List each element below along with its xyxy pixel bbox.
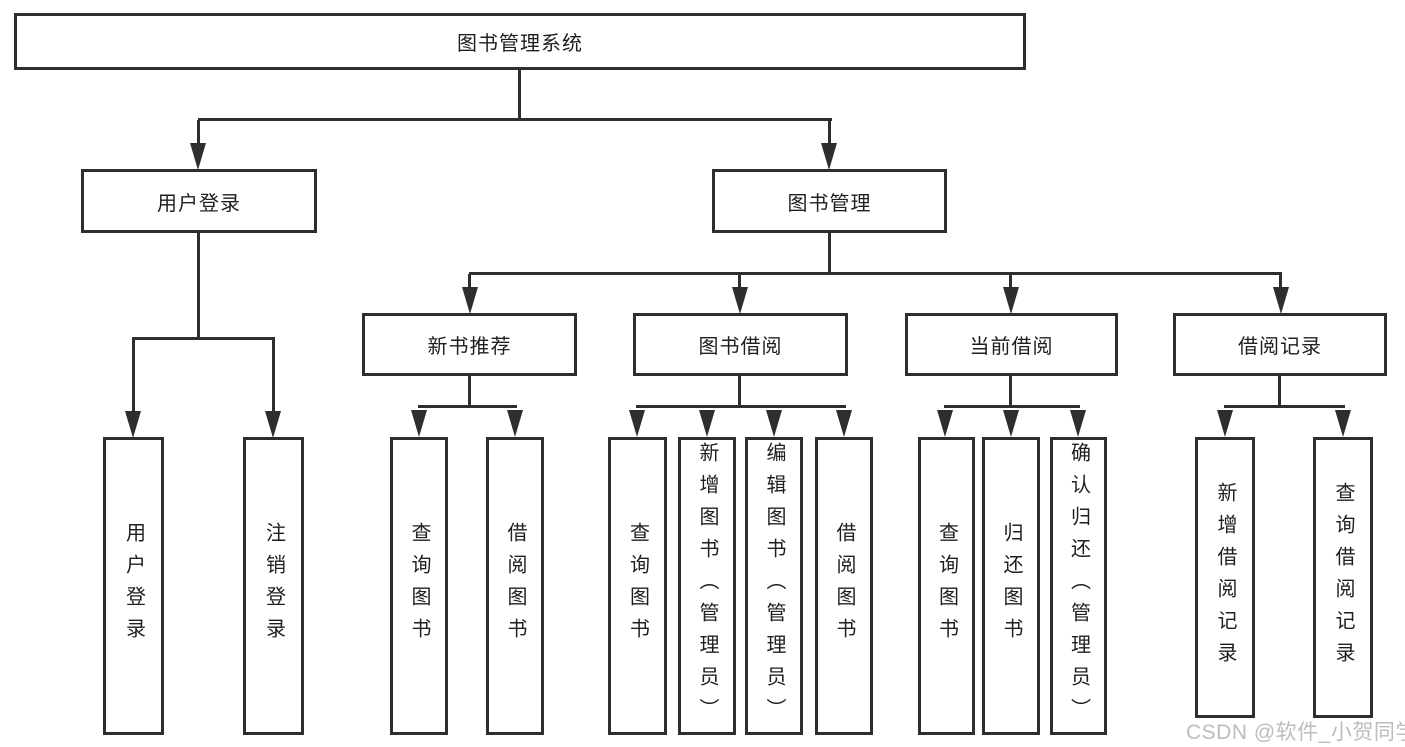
connector-login-drop xyxy=(197,120,200,146)
leaf-label: 借阅图书 xyxy=(504,522,526,650)
connector-current-stem xyxy=(1009,376,1012,407)
node-book-borrow-label: 图书借阅 xyxy=(698,336,783,358)
connector-borrow-stem xyxy=(738,376,741,407)
arrowhead-down-icon xyxy=(265,411,281,438)
leaf-label: 归还图书 xyxy=(1000,522,1022,650)
leaf-borrow-query-books: 查询图书 xyxy=(608,437,667,735)
arrowhead-down-icon xyxy=(699,410,715,437)
connector-mgmt-stem xyxy=(828,233,831,274)
arrowhead-down-icon xyxy=(1273,287,1289,314)
connector-records-bar xyxy=(1224,405,1345,408)
node-root: 图书管理系统 xyxy=(14,13,1026,70)
connector-login-leaf2-drop xyxy=(272,339,275,413)
leaf-recommend-borrow-books: 借阅图书 xyxy=(486,437,544,735)
leaf-current-return-books: 归还图书 xyxy=(982,437,1040,735)
leaf-borrow-edit-books-admin: 编辑图书（管理员） xyxy=(745,437,803,735)
arrowhead-down-icon xyxy=(462,287,478,314)
node-book-borrow: 图书借阅 xyxy=(633,313,848,376)
arrowhead-down-icon xyxy=(125,411,141,438)
node-current-borrow-label: 当前借阅 xyxy=(969,336,1054,358)
arrowhead-down-icon xyxy=(1003,410,1019,437)
arrowhead-down-icon xyxy=(821,143,837,170)
node-borrow-records-label: 借阅记录 xyxy=(1238,336,1322,358)
leaf-label: 注销登录 xyxy=(262,522,285,650)
connector-g1-drop xyxy=(468,274,471,289)
node-new-book-recommend-label: 新书推荐 xyxy=(427,336,512,358)
node-user-login-label: 用户登录 xyxy=(157,192,241,215)
arrowhead-down-icon xyxy=(1070,410,1086,437)
leaf-borrow-borrow-books: 借阅图书 xyxy=(815,437,873,735)
arrowhead-down-icon xyxy=(766,410,782,437)
connector-mgmt-bar xyxy=(469,272,1282,275)
arrowhead-down-icon xyxy=(411,410,427,437)
arrowhead-down-icon xyxy=(190,143,206,170)
node-current-borrow: 当前借阅 xyxy=(905,313,1118,376)
leaf-label: 用户登录 xyxy=(122,522,145,650)
leaf-label: 查询图书 xyxy=(408,522,430,650)
leaf-label: 确认归还（管理员） xyxy=(1067,442,1090,730)
connector-root-bar xyxy=(198,118,832,121)
leaf-recommend-query-books: 查询图书 xyxy=(390,437,448,735)
connector-current-bar xyxy=(944,405,1080,408)
connector-mgmt-drop xyxy=(828,120,831,146)
leaf-label: 借阅图书 xyxy=(833,522,855,650)
arrowhead-down-icon xyxy=(732,287,748,314)
leaf-current-confirm-return-admin: 确认归还（管理员） xyxy=(1050,437,1107,735)
arrowhead-down-icon xyxy=(1003,287,1019,314)
node-book-management-label: 图书管理 xyxy=(787,192,872,215)
leaf-label: 新增图书（管理员） xyxy=(696,442,718,730)
arrowhead-down-icon xyxy=(1335,410,1351,437)
node-book-management: 图书管理 xyxy=(712,169,947,233)
connector-g4-drop xyxy=(1279,274,1282,289)
node-user-login: 用户登录 xyxy=(81,169,317,233)
connector-recommend-stem xyxy=(468,376,471,407)
connector-login-bar xyxy=(132,337,275,340)
leaf-label: 编辑图书（管理员） xyxy=(763,442,785,730)
csdn-watermark: CSDN @软件_小贺同学 xyxy=(1186,721,1405,744)
node-borrow-records: 借阅记录 xyxy=(1173,313,1387,376)
leaf-borrow-add-books-admin: 新增图书（管理员） xyxy=(678,437,736,735)
arrowhead-down-icon xyxy=(1217,410,1233,437)
leaf-label: 查询图书 xyxy=(935,522,958,650)
leaf-user-login: 用户登录 xyxy=(103,437,164,735)
connector-login-leaf1-drop xyxy=(132,339,135,413)
node-new-book-recommend: 新书推荐 xyxy=(362,313,577,376)
leaf-records-query-record: 查询借阅记录 xyxy=(1313,437,1373,718)
arrowhead-down-icon xyxy=(836,410,852,437)
node-root-label: 图书管理系统 xyxy=(457,33,583,55)
connector-records-stem xyxy=(1278,376,1281,407)
connector-login-stem xyxy=(197,233,200,339)
leaf-label: 查询借阅记录 xyxy=(1332,481,1354,674)
connector-g3-drop xyxy=(1009,274,1012,289)
arrowhead-down-icon xyxy=(937,410,953,437)
connector-borrow-bar xyxy=(636,405,846,408)
arrowhead-down-icon xyxy=(507,410,523,437)
leaf-label: 查询图书 xyxy=(626,522,649,650)
connector-g2-drop xyxy=(738,274,741,289)
leaf-logout: 注销登录 xyxy=(243,437,304,735)
connector-root-stem xyxy=(518,68,521,120)
connector-recommend-bar xyxy=(418,405,517,408)
leaf-records-add-record: 新增借阅记录 xyxy=(1195,437,1255,718)
leaf-current-query-books: 查询图书 xyxy=(918,437,975,735)
leaf-label: 新增借阅记录 xyxy=(1214,481,1236,674)
arrowhead-down-icon xyxy=(629,410,645,437)
